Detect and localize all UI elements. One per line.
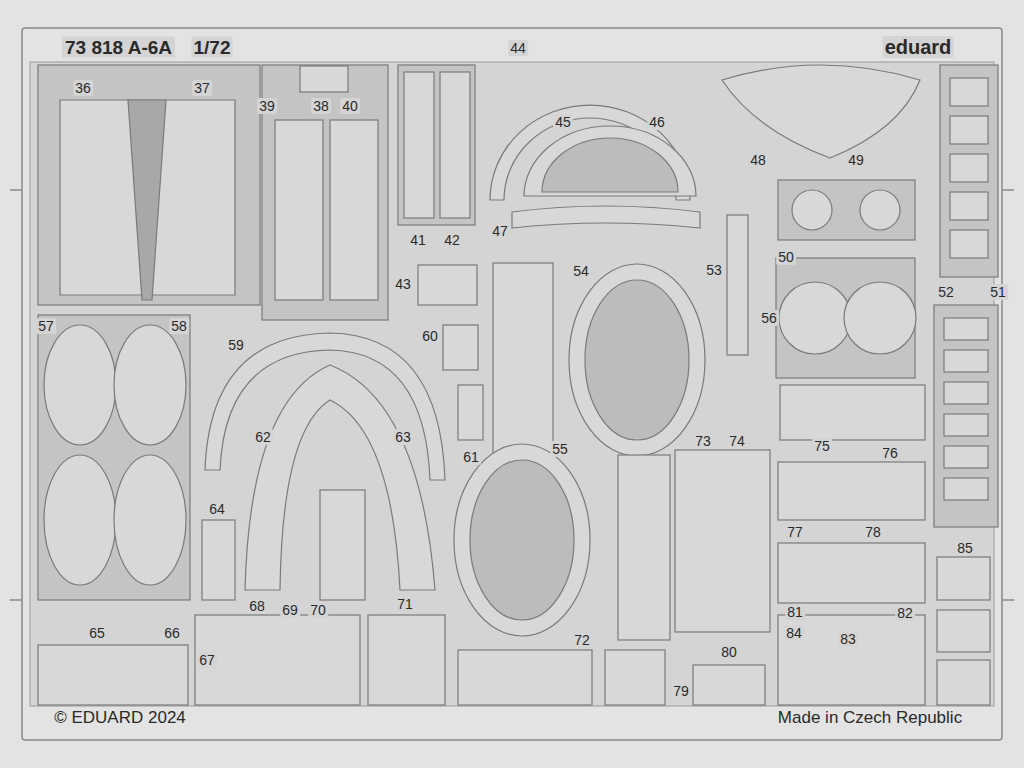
part-number: 45 xyxy=(553,114,573,130)
part-number: 78 xyxy=(863,524,883,540)
part-number: 63 xyxy=(393,429,413,445)
part-number: 84 xyxy=(784,625,804,641)
part-number: 61 xyxy=(461,449,481,465)
part-number: 82 xyxy=(895,605,915,621)
part-number: 77 xyxy=(785,524,805,540)
part-number: 40 xyxy=(340,98,360,114)
part-number: 41 xyxy=(408,232,428,248)
part-number: 55 xyxy=(550,441,570,457)
part-number: 67 xyxy=(197,652,217,668)
part-number: 56 xyxy=(759,310,779,326)
part-number: 46 xyxy=(647,114,667,130)
part-number: 51 xyxy=(988,284,1008,300)
part-number: 69 xyxy=(280,602,300,618)
part-number: 64 xyxy=(207,501,227,517)
part-number: 65 xyxy=(87,625,107,641)
part-number: 58 xyxy=(169,318,189,334)
part-number: 49 xyxy=(846,152,866,168)
part-number: 57 xyxy=(36,318,56,334)
part-number: 37 xyxy=(192,80,212,96)
part-number: 75 xyxy=(812,438,832,454)
part-number: 52 xyxy=(936,284,956,300)
part-number: 59 xyxy=(226,337,246,353)
part-number: 80 xyxy=(719,644,739,660)
fret-text: Made in Czech Republic xyxy=(776,708,964,727)
part-number: 50 xyxy=(776,249,796,265)
part-number: 83 xyxy=(838,631,858,647)
fret-text: 1/72 xyxy=(192,37,233,58)
part-number: 66 xyxy=(162,625,182,641)
part-number: 70 xyxy=(308,602,328,618)
part-number: 62 xyxy=(253,429,273,445)
part-number: 44 xyxy=(508,40,528,56)
part-number: 54 xyxy=(571,263,591,279)
part-number: 42 xyxy=(442,232,462,248)
part-number: 71 xyxy=(395,596,415,612)
part-number: 36 xyxy=(73,80,93,96)
part-number: 76 xyxy=(880,445,900,461)
part-number: 73 xyxy=(693,433,713,449)
part-number: 53 xyxy=(704,262,724,278)
part-number: 81 xyxy=(785,604,805,620)
fret-text: © EDUARD 2024 xyxy=(52,708,188,727)
fret-title: 73 818 A-6A xyxy=(62,37,175,58)
part-number: 74 xyxy=(727,433,747,449)
part-number: 48 xyxy=(748,152,768,168)
fret-text: eduard xyxy=(883,36,954,58)
part-number: 85 xyxy=(955,540,975,556)
part-number: 79 xyxy=(671,683,691,699)
part-number: 38 xyxy=(311,98,331,114)
part-number: 43 xyxy=(393,276,413,292)
part-number: 72 xyxy=(572,632,592,648)
part-number: 39 xyxy=(257,98,277,114)
part-number: 47 xyxy=(490,223,510,239)
part-number: 68 xyxy=(247,598,267,614)
part-number: 60 xyxy=(420,328,440,344)
